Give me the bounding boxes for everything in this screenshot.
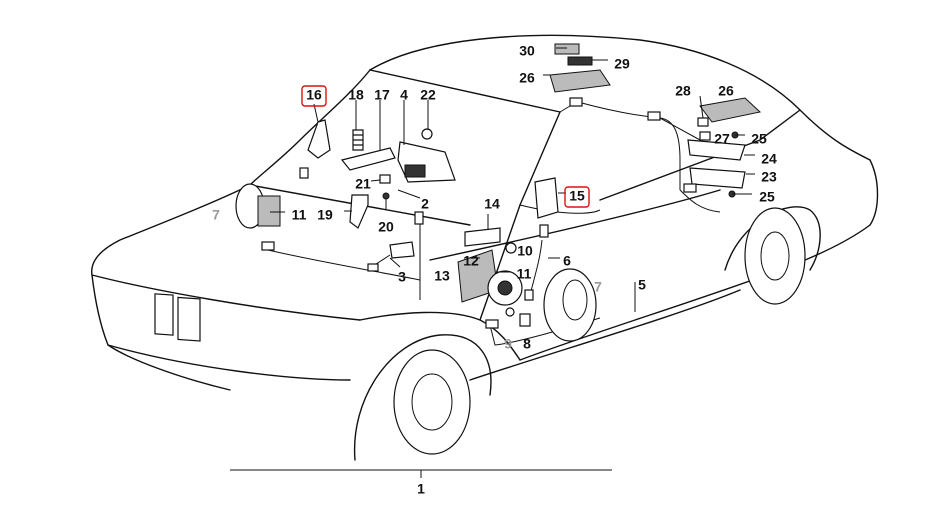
callout-30: 30	[519, 43, 535, 59]
callout-19: 19	[317, 207, 333, 223]
callout-3: 3	[398, 269, 406, 285]
callout-25: 25	[751, 131, 767, 147]
bracket-24	[687, 139, 746, 161]
lamp-26-rear	[699, 97, 762, 123]
bracket-15	[534, 177, 559, 219]
lens-30	[554, 43, 580, 55]
callout-18: 18	[348, 87, 364, 103]
callout-13: 13	[434, 268, 450, 284]
callout-14: 14	[484, 196, 500, 212]
callout-12: 12	[463, 253, 479, 269]
callout-28: 28	[675, 83, 691, 99]
nut-10	[505, 242, 517, 254]
wiring-harness	[267, 99, 721, 346]
callout-24: 24	[761, 151, 777, 167]
callout-8: 8	[523, 336, 531, 352]
bracket-16	[307, 119, 331, 159]
callout-23: 23	[761, 169, 777, 185]
callout-17: 17	[374, 87, 390, 103]
car-body-outline	[91, 34, 879, 461]
grille-11-front	[257, 195, 281, 227]
callout-25: 25	[759, 189, 775, 205]
callout-highlight-box	[301, 85, 327, 107]
callout-2: 2	[421, 196, 429, 212]
callout-29: 29	[614, 56, 630, 72]
speaker-7-rear	[543, 268, 597, 342]
callout-26: 26	[519, 70, 535, 86]
callout-11: 11	[517, 266, 532, 282]
callout-27: 27	[714, 131, 730, 147]
callout-7: 7	[594, 279, 602, 295]
callout-22: 22	[420, 87, 436, 103]
lens-29	[567, 56, 593, 66]
callout-10: 10	[517, 243, 533, 259]
spring-18	[352, 129, 364, 151]
callout-16: 16	[306, 87, 322, 103]
bracket-19	[349, 194, 369, 229]
callout-15: 15	[569, 188, 585, 204]
clip-8	[519, 313, 531, 327]
callout-5: 5	[638, 277, 646, 293]
callout-7: 7	[212, 207, 220, 223]
callout-4: 4	[400, 87, 408, 103]
connector-3	[389, 241, 415, 259]
callout-20: 20	[378, 219, 394, 235]
parts	[235, 43, 762, 342]
amplifier-23	[689, 167, 746, 189]
cover-14	[464, 227, 501, 247]
callout-11: 11	[292, 207, 307, 223]
lamp-26-front	[549, 69, 611, 93]
callout-9: 9	[504, 336, 512, 352]
callout-26: 26	[718, 83, 734, 99]
bracket-17	[340, 147, 396, 171]
leader-lines	[230, 47, 755, 478]
callout-6: 6	[563, 253, 571, 269]
callout-highlight-box	[564, 186, 590, 208]
connector-27	[699, 131, 711, 141]
callout-21: 21	[355, 176, 371, 192]
callout-1: 1	[417, 481, 425, 497]
washer-9	[505, 307, 515, 317]
